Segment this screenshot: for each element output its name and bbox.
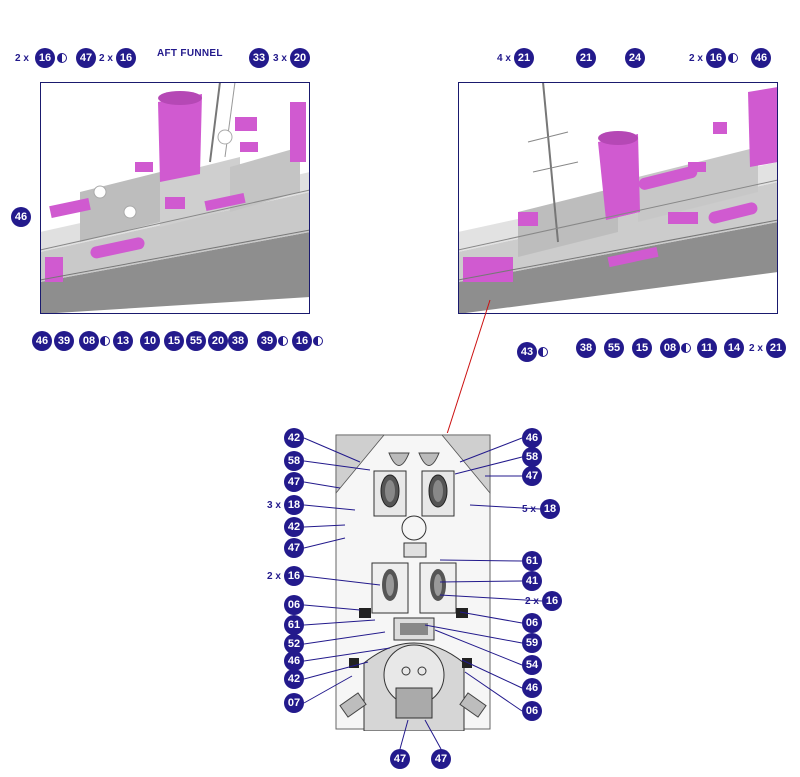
- fore-top-callout-5: 46: [751, 48, 771, 68]
- plan-left-qty-4: 3 x: [267, 500, 281, 511]
- fore-top-qty-4: 2 x: [689, 53, 703, 64]
- fore-top-callout-4: 16: [706, 48, 726, 68]
- fore-top-qty-1: 4 x: [497, 53, 511, 64]
- fore-bottom-callout-7: 14: [724, 338, 744, 358]
- plan-left-callout-7: 16: [284, 566, 304, 586]
- plan-right-callout-7: 16: [542, 591, 562, 611]
- aft-bottom-callout-4: 13: [113, 331, 133, 351]
- aft-top-callout-1: 16: [35, 48, 55, 68]
- aft-ship-render: [40, 82, 310, 314]
- fore-view-frame: [458, 82, 778, 314]
- plan-right-qty-7: 2 x: [525, 596, 539, 607]
- aft-view-frame: [40, 82, 310, 314]
- plan-right-callout-12: 06: [522, 701, 542, 721]
- plan-right-callout-2: 58: [522, 447, 542, 467]
- aft-top-callout-3: 16: [116, 48, 136, 68]
- plan-right-callout-3: 47: [522, 466, 542, 486]
- plan-bottom-callout-1: 47: [390, 749, 410, 769]
- plan-left-callout-10: 52: [284, 634, 304, 654]
- aft-bottom-callout-6: 15: [164, 331, 184, 351]
- half-symbol-icon: [100, 336, 110, 346]
- half-symbol-icon: [278, 336, 288, 346]
- plan-right-callout-5: 61: [522, 551, 542, 571]
- half-symbol-icon: [728, 53, 738, 63]
- plan-left-callout-8: 06: [284, 595, 304, 615]
- fore-bottom-callout-4: 15: [632, 338, 652, 358]
- aft-top-qty-1: 2 x: [15, 53, 29, 64]
- half-symbol-icon: [313, 336, 323, 346]
- plan-view-panel: [334, 433, 492, 731]
- plan-left-callout-5: 42: [284, 517, 304, 537]
- plan-left-callout-6: 47: [284, 538, 304, 558]
- plan-right-callout-4: 18: [540, 499, 560, 519]
- aft-bottom-callout-8: 20: [208, 331, 228, 351]
- aft-funnel-title: AFT FUNNEL: [157, 48, 223, 59]
- plan-right-qty-4: 5 x: [522, 504, 536, 515]
- fore-view-panel: [458, 82, 778, 314]
- plan-bottom-callout-2: 47: [431, 749, 451, 769]
- plan-left-callout-13: 07: [284, 693, 304, 713]
- fore-bottom-callout-6: 11: [697, 338, 717, 358]
- plan-right-callout-9: 59: [522, 633, 542, 653]
- aft-bottom-callout-11: 16: [292, 331, 312, 351]
- half-symbol-icon: [681, 343, 691, 353]
- fore-top-callout-1: 21: [514, 48, 534, 68]
- aft-bottom-callout-1: 46: [32, 331, 52, 351]
- plan-left-qty-7: 2 x: [267, 571, 281, 582]
- aft-top-callout-2: 47: [76, 48, 96, 68]
- plan-deck-render: [334, 433, 492, 731]
- fore-bottom-callout-2: 38: [576, 338, 596, 358]
- fore-bottom-callout-8: 21: [766, 338, 786, 358]
- aft-top-callout-5: 20: [290, 48, 310, 68]
- plan-right-callout-6: 41: [522, 571, 542, 591]
- aft-bottom-callout-7: 55: [186, 331, 206, 351]
- aft-top-qty-5: 3 x: [273, 53, 287, 64]
- aft-left-callout: 46: [11, 207, 31, 227]
- plan-right-callout-10: 54: [522, 655, 542, 675]
- aft-bottom-callout-9: 38: [228, 331, 248, 351]
- plan-left-callout-12: 42: [284, 669, 304, 689]
- aft-bottom-callout-3: 08: [79, 331, 99, 351]
- plan-right-callout-1: 46: [522, 428, 542, 448]
- fore-bottom-callout-1: 43: [517, 342, 537, 362]
- aft-bottom-callout-10: 39: [257, 331, 277, 351]
- fore-bottom-callout-5: 08: [660, 338, 680, 358]
- aft-top-qty-3: 2 x: [99, 53, 113, 64]
- aft-top-callout-4: 33: [249, 48, 269, 68]
- aft-bottom-callout-5: 10: [140, 331, 160, 351]
- plan-left-callout-4: 18: [284, 495, 304, 515]
- aft-bottom-callout-2: 39: [54, 331, 74, 351]
- plan-left-callout-1: 42: [284, 428, 304, 448]
- fore-top-callout-3: 24: [625, 48, 645, 68]
- half-symbol-icon: [57, 53, 67, 63]
- plan-left-callout-11: 46: [284, 651, 304, 671]
- aft-view-panel: [40, 82, 310, 314]
- plan-right-callout-11: 46: [522, 678, 542, 698]
- fore-bottom-qty-8: 2 x: [749, 343, 763, 354]
- plan-left-callout-2: 58: [284, 451, 304, 471]
- fore-ship-render: [458, 82, 778, 314]
- half-symbol-icon: [538, 347, 548, 357]
- fore-bottom-callout-3: 55: [604, 338, 624, 358]
- plan-left-callout-9: 61: [284, 615, 304, 635]
- plan-left-callout-3: 47: [284, 472, 304, 492]
- plan-right-callout-8: 06: [522, 613, 542, 633]
- fore-top-callout-2: 21: [576, 48, 596, 68]
